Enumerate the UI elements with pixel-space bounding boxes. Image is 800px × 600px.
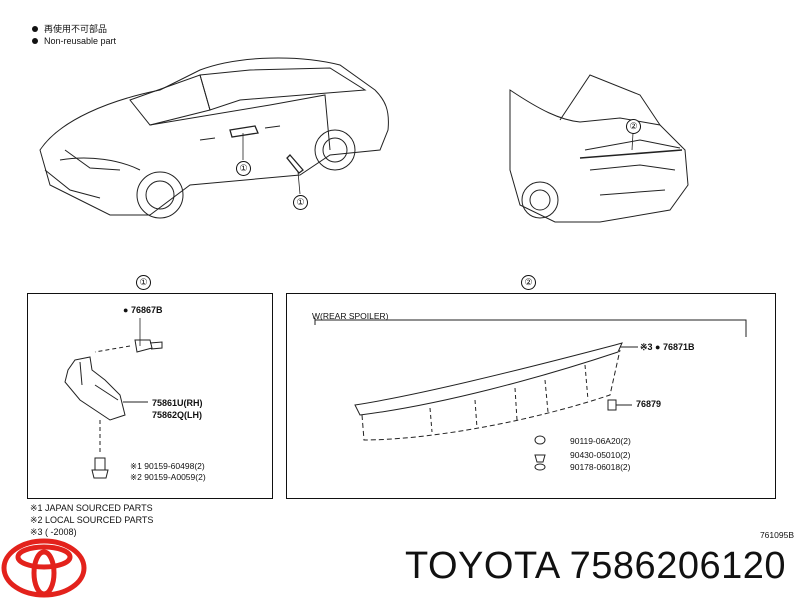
part-90119: 90119-06A20(2) (570, 436, 631, 446)
panel1-drawing (64, 339, 163, 479)
panel2-drawing (314, 318, 747, 471)
callout-1-front: ① (236, 161, 251, 176)
part-90178: 90178-06018(2) (570, 462, 631, 472)
part-clip: 76879 (636, 399, 662, 409)
part-bracket-lh: 75862Q(LH) (152, 410, 203, 420)
panel-1 (27, 293, 273, 499)
diagram-id: 761095B (759, 530, 794, 540)
note-local: ※2 LOCAL SOURCED PARTS (30, 515, 154, 525)
part-screw1: ※1 90159-60498(2) (130, 461, 205, 471)
legend-reuse-en: Non-reusable part (32, 36, 116, 46)
note-date: ※3 ( -2008) (30, 527, 77, 537)
part-screw2: ※2 90159-A0059(2) (130, 472, 206, 482)
note-japan: ※1 JAPAN SOURCED PARTS (30, 503, 153, 513)
part-bracket-rh: 75861U(RH) (152, 398, 203, 408)
legend-label: Non-reusable part (44, 36, 117, 46)
bullet-icon (32, 25, 38, 32)
part-76867B: ● 76867B (123, 305, 163, 315)
callout-1-rear-door: ① (293, 195, 308, 210)
part-label: 76871B (662, 342, 695, 352)
part-label: 76867B (130, 305, 163, 315)
bullet-icon (32, 38, 38, 44)
part-spoiler: ※3 ● 76871B (640, 342, 695, 352)
panel1-callout: ① (136, 275, 151, 290)
car-rear-view (509, 74, 689, 223)
legend-label: 再使用不可部品 (44, 24, 108, 34)
note-mark: ※3 (640, 342, 653, 352)
callout-2-spoiler: ② (626, 119, 641, 134)
panel-2 (286, 293, 776, 499)
brand-part-number: TOYOTA 7586206120 (404, 545, 786, 587)
legend-reuse-jp: 再使用不可部品 (32, 22, 107, 35)
car-front-view (39, 57, 389, 219)
panel2-callout: ② (521, 275, 536, 290)
panel2-title: W(REAR SPOILER) (312, 311, 389, 321)
part-90430: 90430-05010(2) (570, 450, 631, 460)
toyota-logo (1, 538, 87, 598)
